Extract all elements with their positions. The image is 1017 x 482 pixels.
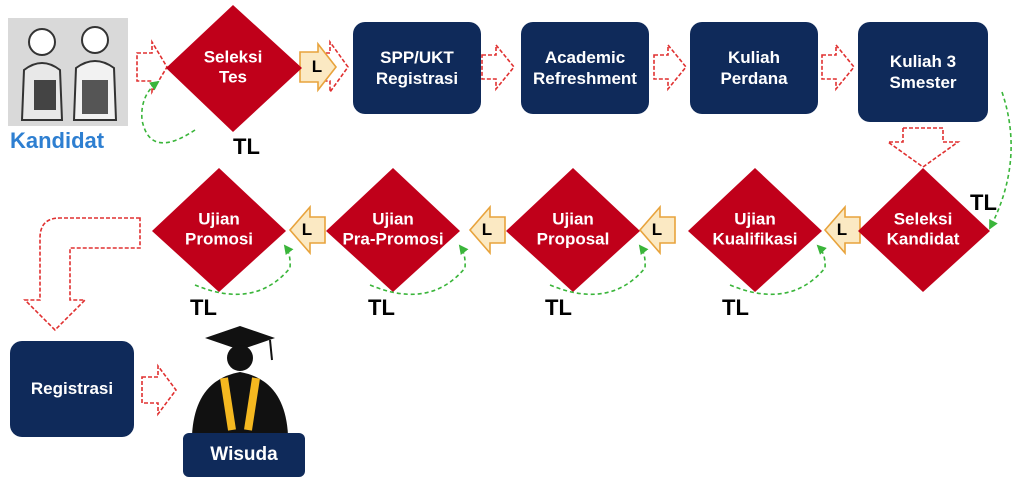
tl-label-promosi: TL bbox=[190, 295, 217, 320]
box-academic-refreshment[interactable]: Academic Refreshment bbox=[521, 22, 649, 114]
lulus-label-proposal: L bbox=[481, 220, 493, 239]
tl-label-seleksi-tes: TL bbox=[233, 134, 260, 159]
diamond-ujian-kualifikasi bbox=[688, 168, 822, 292]
lulus-arrow-kualifikasi bbox=[638, 204, 676, 256]
diamond-seleksi-tes-label: Seleksi Tes bbox=[203, 47, 263, 87]
arrow-academic-to-perdana bbox=[653, 42, 688, 92]
arrow-kuliah3-down bbox=[885, 127, 961, 168]
diamond-seleksi-kandidat-label: Seleksi Kandidat bbox=[886, 209, 960, 249]
arrow-spp-to-academic bbox=[481, 42, 516, 92]
students-icon bbox=[8, 18, 128, 126]
tl-label-pra-promosi: TL bbox=[368, 295, 395, 320]
lulus-arrow-proposal bbox=[468, 204, 506, 256]
box-spp-ukt-registrasi[interactable]: SPP/UKT Registrasi bbox=[353, 22, 481, 114]
tl-loops bbox=[141, 80, 1012, 296]
box-wisuda[interactable]: Wisuda bbox=[183, 433, 305, 477]
tl-label-seleksi-kandidat: TL bbox=[970, 190, 997, 215]
box-kuliah-perdana[interactable]: Kuliah Perdana bbox=[690, 22, 818, 114]
tl-label-kualifikasi: TL bbox=[722, 295, 749, 320]
diamond-ujian-pra-promosi-label: Ujian Pra-Promosi bbox=[342, 209, 444, 249]
arrow-promosi-to-registrasi bbox=[23, 217, 141, 332]
lulus-arrow-seleksi-tes bbox=[299, 41, 338, 93]
diamond-seleksi-kandidat bbox=[858, 168, 990, 292]
arrow-registrasi-to-wisuda bbox=[141, 363, 177, 417]
diamond-ujian-proposal-label: Ujian Proposal bbox=[536, 209, 610, 249]
lulus-label-pra-promosi: L bbox=[301, 220, 313, 239]
lulus-arrow-pra-promosi bbox=[288, 204, 326, 256]
arrow-kandidat-to-seleksi bbox=[136, 39, 168, 95]
graduate-icon bbox=[192, 326, 288, 435]
decision-diamonds bbox=[152, 5, 990, 292]
diamond-ujian-pra-promosi bbox=[326, 168, 460, 292]
box-registrasi[interactable]: Registrasi bbox=[10, 341, 134, 437]
tl-label-proposal: TL bbox=[545, 295, 572, 320]
lulus-arrows bbox=[288, 41, 861, 256]
diamond-ujian-promosi-label: Ujian Promosi bbox=[184, 209, 254, 249]
diamond-ujian-kualifikasi-label: Ujian Kualifikasi bbox=[712, 209, 798, 249]
lulus-label-seleksi-kandidat: L bbox=[836, 220, 848, 239]
box-kuliah-3-smester[interactable]: Kuliah 3 Smester bbox=[858, 22, 988, 122]
diamond-seleksi-tes bbox=[166, 5, 302, 132]
diamond-ujian-promosi bbox=[152, 168, 286, 292]
diamond-ujian-proposal bbox=[506, 168, 640, 292]
lulus-arrow-seleksi-kandidat bbox=[823, 204, 861, 256]
lulus-label-seleksi-tes: L bbox=[311, 57, 323, 76]
lulus-label-kualifikasi: L bbox=[651, 220, 663, 239]
kandidat-label: Kandidat bbox=[10, 128, 105, 153]
arrow-perdana-to-kuliah3 bbox=[821, 42, 856, 92]
